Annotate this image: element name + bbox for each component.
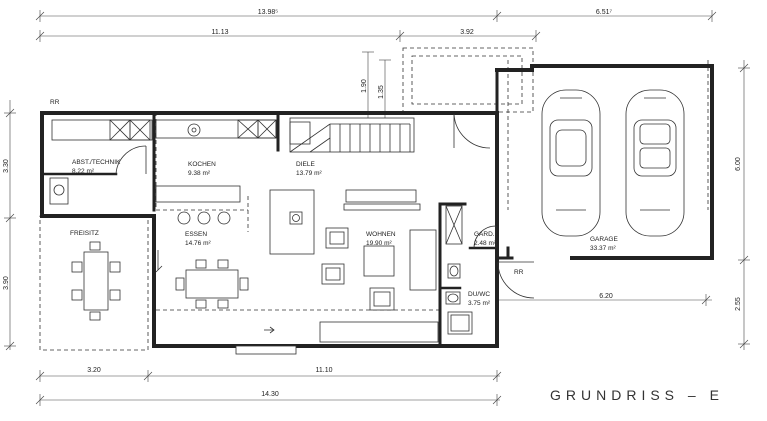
dim-right-garage: 6.00 <box>735 157 742 171</box>
staircase <box>289 117 415 153</box>
dim-top-total: 13.98⁵ <box>258 9 279 16</box>
dim-bottom-left: 3.20 <box>87 367 101 374</box>
bar-stools <box>177 211 231 225</box>
dim-right-lower: 2.55 <box>735 297 742 311</box>
dim-top-garage: 6.51⁷ <box>596 9 613 16</box>
svg-text:DIELE: DIELE <box>296 161 315 168</box>
room-freisitz: FREISITZ <box>70 230 99 237</box>
svg-text:8.22 m²: 8.22 m² <box>72 168 95 175</box>
svg-text:3.75 m²: 3.75 m² <box>468 300 491 307</box>
room-wohnen: WOHNEN 19.90 m² <box>366 231 396 247</box>
dim-garage-width: 6.20 <box>599 293 613 300</box>
door-swings <box>115 113 535 334</box>
drawing-title: GRUNDRISS – E <box>550 387 724 403</box>
dim-bottom-house: 11.10 <box>316 367 333 374</box>
svg-text:33.37 m²: 33.37 m² <box>590 245 616 252</box>
cars <box>541 89 685 237</box>
dim-stair-a: 1.90 <box>361 79 368 93</box>
svg-text:13.79 m²: 13.79 m² <box>296 170 322 177</box>
rr-marker-top: RR <box>50 99 60 106</box>
room-diele: DIELE 13.79 m² <box>296 161 322 177</box>
dim-stair-b: 1.35 <box>378 85 385 99</box>
room-labels: ABST./TECHNIK 8.22 m² KOCHEN 9.38 m² DIE… <box>50 99 618 307</box>
room-abst-technik: ABST./TECHNIK 8.22 m² <box>72 159 121 175</box>
dim-bottom-total: 14.30 <box>261 391 279 398</box>
svg-text:GARD.: GARD. <box>474 231 495 238</box>
dimension-lines <box>4 10 750 406</box>
svg-text:19.90 m²: 19.90 m² <box>366 240 392 247</box>
living-furniture <box>319 189 439 343</box>
rr-marker-garage: RR <box>514 269 524 276</box>
dim-left-lower: 3.90 <box>3 276 10 290</box>
svg-text:GARAGE: GARAGE <box>590 236 618 243</box>
svg-text:WOHNEN: WOHNEN <box>366 231 396 238</box>
room-essen: ESSEN 14.76 m² <box>185 231 211 247</box>
svg-text:2.48 m²: 2.48 m² <box>474 240 497 247</box>
svg-text:FREISITZ: FREISITZ <box>70 230 99 237</box>
room-kochen: KOCHEN 9.38 m² <box>188 161 216 177</box>
dim-top-house: 11.13 <box>212 29 229 36</box>
bathroom-fixtures <box>445 263 473 335</box>
svg-text:DU/WC: DU/WC <box>468 291 490 298</box>
room-gard: GARD. 2.48 m² <box>474 231 497 247</box>
svg-text:KOCHEN: KOCHEN <box>188 161 216 168</box>
window-bottom <box>235 345 297 355</box>
svg-text:14.76 m²: 14.76 m² <box>185 240 211 247</box>
svg-text:ABST./TECHNIK: ABST./TECHNIK <box>72 159 121 166</box>
kitchen-appliances <box>109 119 463 245</box>
terrace-table <box>71 241 121 321</box>
room-du-wc: DU/WC 3.75 m² <box>468 291 491 307</box>
svg-text:9.38 m²: 9.38 m² <box>188 170 211 177</box>
svg-text:ESSEN: ESSEN <box>185 231 207 238</box>
dining-table <box>175 259 249 309</box>
dimension-labels: 13.98⁵ 6.51⁷ 11.13 3.92 1.90 1.35 3.30 3… <box>3 9 742 398</box>
dim-left-upper: 3.30 <box>3 159 10 173</box>
dim-top-terrace: 3.92 <box>460 29 474 36</box>
technik-unit <box>49 121 311 205</box>
room-garage: GARAGE 33.37 m² <box>590 236 618 252</box>
